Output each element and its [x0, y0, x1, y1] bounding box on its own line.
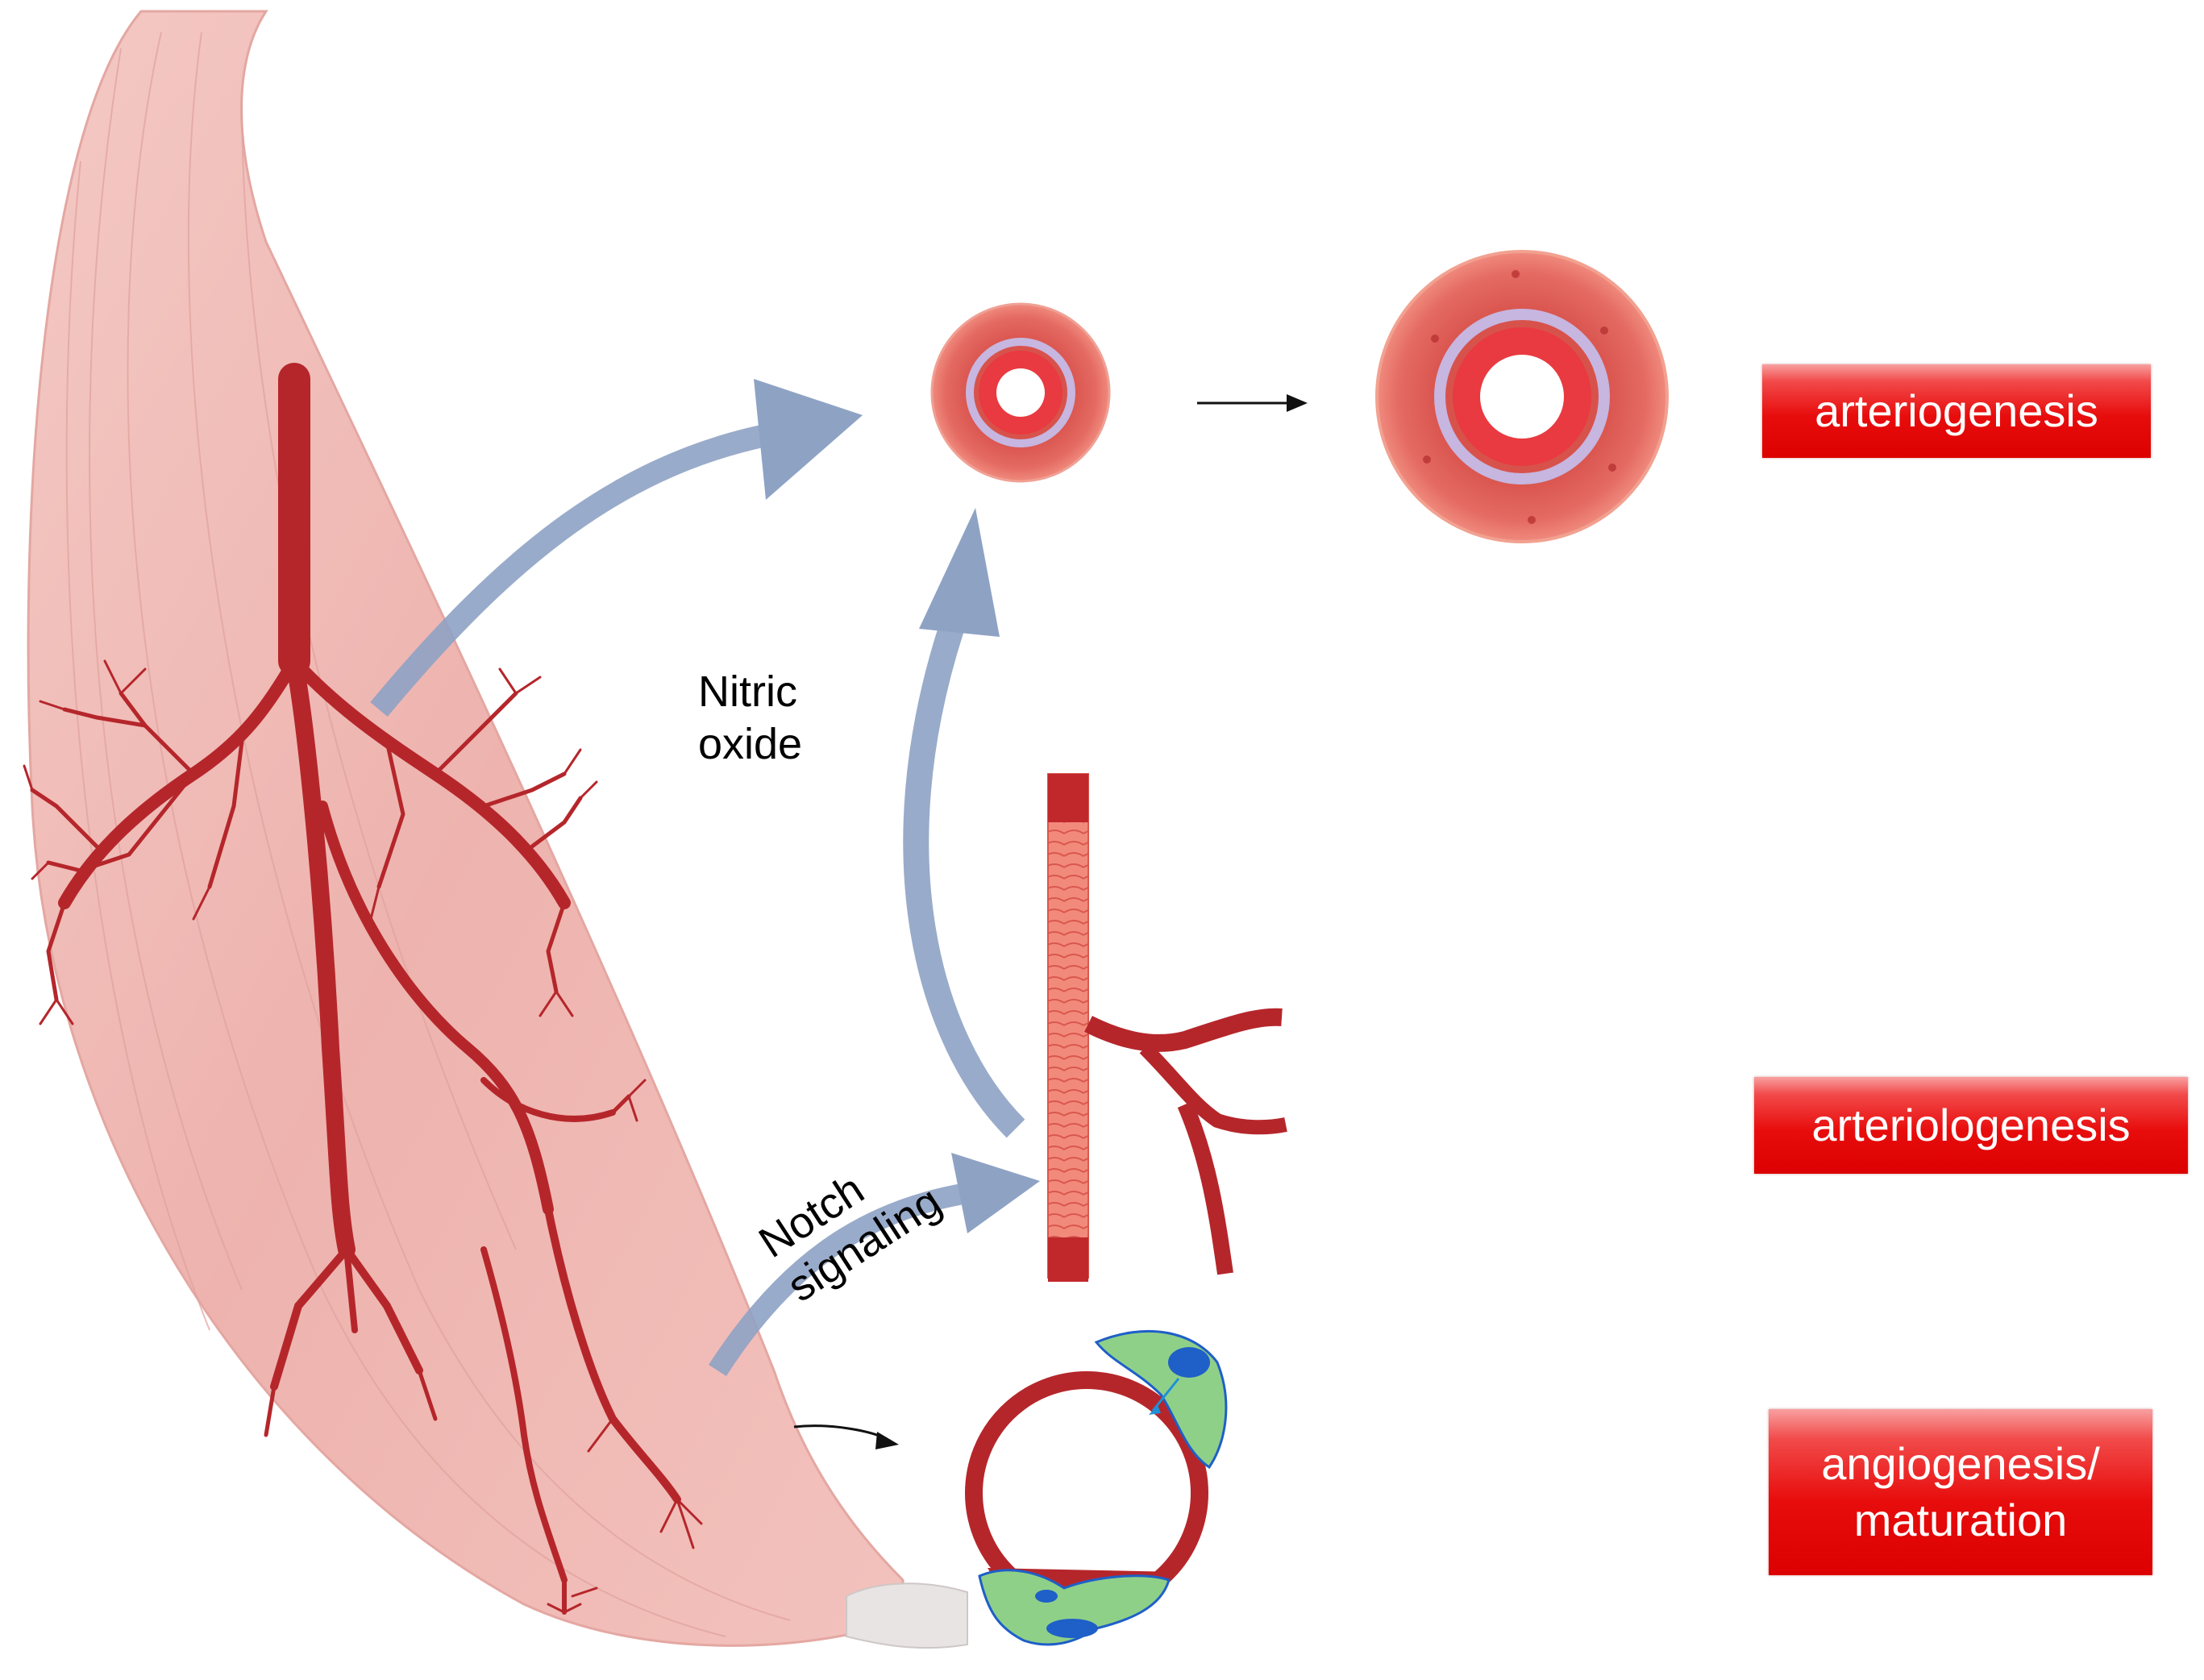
capillary-cross-section	[965, 1329, 1228, 1646]
arteriogenesis-arrow	[370, 379, 863, 717]
maturation-text: maturation	[1853, 1495, 2068, 1545]
transition-arrow	[1197, 394, 1308, 412]
arteriologenesis-label: arteriologenesis	[1754, 1077, 2188, 1174]
angiogenesis-text: angiogenesis/	[1821, 1438, 2100, 1489]
nitric-label-line1: Nitric	[698, 667, 797, 716]
angiogenesis-maturation-label: angiogenesis/ maturation	[1769, 1409, 2152, 1575]
small-vessel-cross-section	[930, 302, 1111, 483]
arteriologenesis-text: arteriologenesis	[1811, 1100, 2131, 1150]
arteriole-segment	[1047, 773, 1287, 1282]
pericyte-cell-lower	[978, 1569, 1171, 1646]
notch-arrow	[709, 1153, 1040, 1377]
pericyte-cell-upper	[1094, 1329, 1228, 1470]
muscle-illustration	[27, 10, 968, 1649]
arteriogenesis-text: arteriogenesis	[1815, 385, 2098, 436]
vascular-tree	[23, 363, 703, 1615]
large-vessel-cross-section	[1375, 250, 1669, 543]
arteriogenesis-label: arteriogenesis	[1762, 364, 2151, 458]
nitric-label-line2: oxide	[698, 719, 803, 768]
maturation-arrow	[793, 1424, 899, 1449]
nitric-oxide-arrow	[903, 508, 1025, 1138]
nitric-oxide-label: Nitric oxide	[698, 666, 802, 771]
